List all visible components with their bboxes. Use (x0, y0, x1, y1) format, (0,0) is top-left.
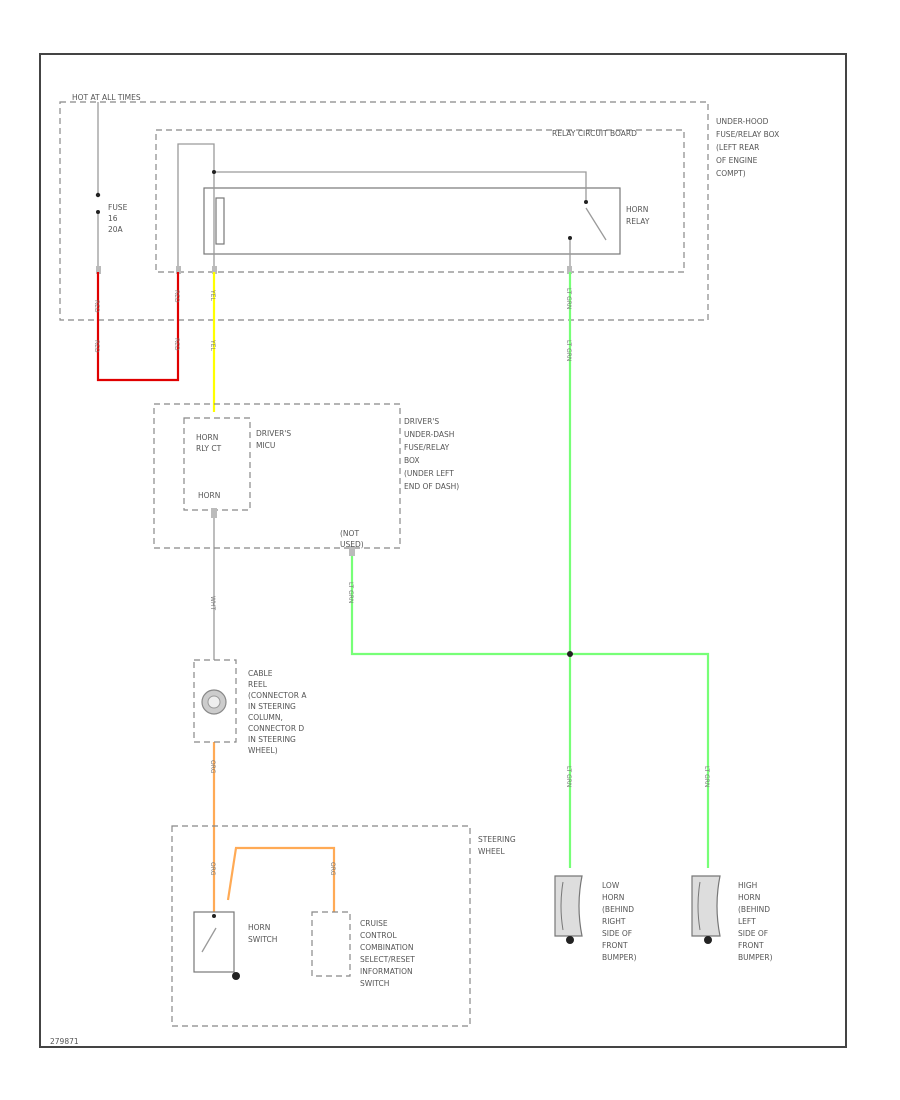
wire-red (96, 272, 180, 382)
wire-label-grn-5: LT GRN (703, 766, 710, 787)
relay-dot-out (568, 236, 572, 240)
horn-switch-dot (212, 914, 216, 918)
hot-feed-dot (95, 192, 101, 198)
wire-label-yel-2: YEL (209, 339, 216, 351)
drivers-box-outline (153, 403, 401, 549)
wire-label-org-1: ORG (209, 760, 216, 774)
wire-relay-coil-feed (214, 171, 587, 200)
relay-circuit-board-outline (155, 129, 685, 273)
steering-wheel-outline (171, 825, 471, 1027)
under-hood-box-outline (59, 101, 709, 321)
connector-mark (567, 266, 572, 274)
wire-green-branch (350, 552, 710, 868)
horn-switch-contact (201, 927, 217, 953)
wire-label-grn-4: LT GRN (565, 766, 572, 787)
wire-label-org-2: ORG (209, 862, 216, 876)
high-horn-icon (691, 875, 721, 937)
wire-label-red-4: RED (173, 338, 180, 351)
wire-orange-branch (226, 846, 336, 912)
low-horn-icon (554, 875, 583, 937)
fuse-dot (96, 210, 100, 214)
wire-board-loop (177, 143, 215, 268)
connector-mark (96, 266, 101, 274)
green-splice-dot (567, 651, 573, 657)
wire-label-red-3: RED (173, 290, 180, 303)
wire-label-grn-1: LT GRN (565, 288, 572, 309)
cable-reel-icon-inner (207, 695, 221, 709)
horn-relay-outer (203, 187, 621, 255)
label-hot-at-all-times: HOT AT ALL TIMES (72, 93, 141, 102)
horn-switch-box (193, 911, 235, 973)
label-relay-circuit-board: RELAY CIRCUIT BOARD (552, 129, 637, 138)
connector-mark (212, 266, 217, 274)
wire-label-grn-2: LT GRN (565, 340, 572, 361)
high-horn-ground (704, 936, 712, 944)
horn-relay-inner (215, 197, 225, 245)
wire-label-grn-3: LT GRN (347, 582, 354, 603)
relay-dot-top (212, 170, 216, 174)
ground-icon (232, 972, 240, 980)
connector-mark (349, 546, 355, 556)
connector-mark (176, 266, 181, 274)
cable-reel-outline (193, 659, 237, 743)
wire-label-yel-1: YEL (209, 289, 216, 301)
wire-label-red-2: RED (93, 340, 100, 353)
wire-label-red-1: RED (93, 300, 100, 313)
connector-mark (211, 508, 217, 518)
low-horn-ground (566, 936, 574, 944)
wire-relay-switch (585, 207, 607, 241)
relay-dot-switch (584, 200, 588, 204)
cruise-switch-box (311, 911, 351, 977)
label-horn-pin: HORN (198, 491, 220, 500)
wire-label-org-3: ORG (329, 862, 336, 876)
diagram-frame (39, 53, 847, 1048)
label-figure-id: 279871 (50, 1037, 79, 1046)
wire-label-wht: WHT (209, 596, 216, 610)
